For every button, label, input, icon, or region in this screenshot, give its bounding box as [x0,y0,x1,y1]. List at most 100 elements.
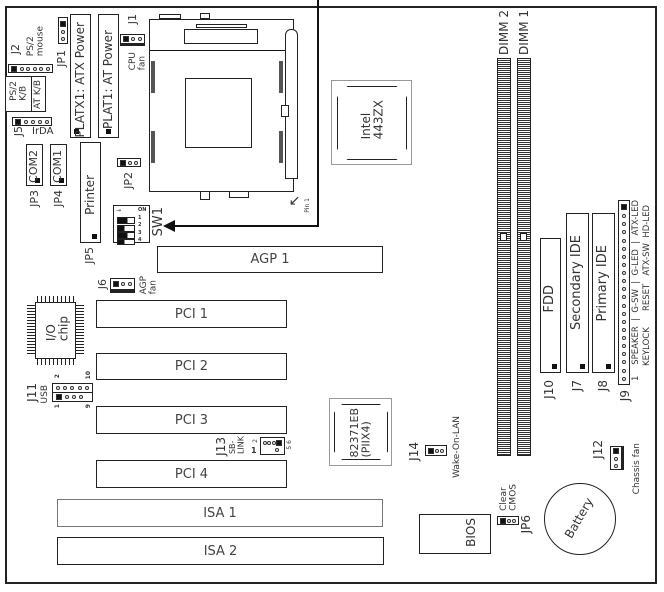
cpu-socket-lever[interactable] [285,29,298,179]
battery [544,483,616,555]
sw1-on-label: ON [138,207,147,213]
j8-label: J8 [596,380,610,392]
plat1-at-power-connector[interactable] [98,14,119,138]
com1-connector[interactable] [50,144,67,186]
pci4-label: PCI 4 [174,466,209,482]
io-chip-label: I/O chip [44,316,71,342]
bios-label: BIOS [464,518,478,547]
cpu-fan-label: CPU fan [128,52,148,71]
j11-label: J11 [25,383,39,402]
sw1-label: SW1 [151,207,166,237]
sw1-switch-2[interactable] [117,225,135,232]
cpu-socket-retention [196,24,247,28]
jp4-label: JP4 [52,190,65,207]
cpu-fan-header[interactable] [120,34,145,46]
io-chip [35,302,76,359]
at-kb-label: AT K/B [33,80,43,109]
com2-label: COM2 [27,150,40,183]
jp2-header[interactable] [117,158,141,167]
j9-pin-labels-top: 1 SPEAKER | G-SW | G-LED | ATX-LED [631,200,641,382]
io-chip-pins [37,359,74,365]
agp1-slot[interactable]: AGP 1 [157,246,383,273]
fdd-label: FDD [542,285,557,313]
platx1-atx-power-connector[interactable] [70,14,91,138]
sw1-switch-4[interactable] [117,239,135,245]
printer-label: Printer [83,175,97,215]
sw1-switch-1[interactable] [117,217,135,224]
dimm1-label: DIMM 1 [517,10,531,55]
io-chip-pins [27,305,35,356]
chassis-fan-header[interactable] [610,446,624,470]
usb-pin1-label: 1 [54,404,61,409]
at-keyboard-connector[interactable] [5,76,46,112]
dimm2-slot[interactable] [497,58,511,456]
j6-label: J6 [96,279,109,290]
pci1-slot[interactable]: PCI 1 [96,300,287,328]
primary-ide-label: Primary IDE [595,245,610,322]
j1-label: J1 [126,14,139,25]
jp5-label: JP5 [83,247,96,264]
isa1-label: ISA 1 [203,505,237,521]
j14-label: J14 [407,442,421,461]
sw1-1-label: 1 [138,214,142,221]
cpu-socket-side-bar [279,131,283,163]
j12-label: J12 [591,440,605,459]
cpu-socket-top-lug [159,14,181,19]
pci3-label: PCI 3 [174,412,209,428]
j7-label: J7 [570,380,584,392]
wake-on-lan-label: Wake-On-LAN [452,416,462,478]
clear-cmos-jumper[interactable] [497,516,519,525]
usb-header-row-bottom[interactable] [52,392,93,402]
jp1-label: JP1 [55,50,68,67]
plat1-label: PLAT1: AT Power [101,30,115,129]
primary-ide-connector[interactable] [592,213,615,373]
cpu-socket-bottom-lug [200,192,210,200]
usb-label: USB [40,385,50,404]
intel-443zx-chip [331,80,412,165]
cpu-socket-bottom-lug [229,192,249,198]
agp-fan-label: AGP fan [139,276,159,295]
sb-link-header[interactable] [260,437,285,455]
j2-ps2-mouse-header[interactable] [8,64,53,73]
pointer-line [317,0,319,227]
cpu-socket-side-bar [151,61,155,93]
sb-pin2-label: 2 [252,439,259,443]
isa2-slot[interactable]: ISA 2 [57,537,384,565]
sb-pin5-label: 5 [286,445,293,450]
pci1-label: PCI 1 [174,306,209,322]
j9-label: J9 [618,390,632,402]
sw1-2-label: 2 [138,222,142,228]
fdd-connector[interactable] [540,238,561,373]
platx1-label: PLATX1: ATX Power [73,22,87,138]
secondary-ide-connector[interactable] [566,213,589,373]
pci3-slot[interactable]: PCI 3 [96,406,287,434]
isa1-slot[interactable]: ISA 1 [57,499,383,527]
j2-label: J2 [9,44,22,55]
com2-connector[interactable] [26,144,43,186]
cpu-socket-side-bar [279,61,283,93]
io-chip-pins [76,305,84,356]
pointer-line [172,225,319,227]
pci4-slot[interactable]: PCI 4 [96,460,287,488]
jp3-label: JP3 [28,190,41,207]
bios-chip [419,514,491,554]
sw1-switch-3[interactable] [117,232,135,239]
cpu-socket-divider [150,50,286,51]
agp-fan-header[interactable] [110,278,135,293]
j5-irda-header[interactable] [12,117,52,126]
sb-pin1-label: 1 [251,446,257,455]
printer-connector[interactable] [80,142,101,243]
wake-on-lan-header[interactable] [425,445,447,456]
pci2-slot[interactable]: PCI 2 [96,353,287,380]
dimm1-slot[interactable] [517,58,531,456]
chip-octagon [334,404,388,460]
clear-cmos-label: Clear CMOS [499,484,519,511]
piix4-label: 82371EB (PIIX4) [348,408,373,458]
sb-link-label: SB- LINK [228,436,246,455]
j9-front-panel-header[interactable] [618,200,630,385]
j9-pin-labels-bottom: KEYLOCK RESET ATX-SW HD-LED [642,205,652,366]
jp1-header[interactable] [58,17,68,44]
